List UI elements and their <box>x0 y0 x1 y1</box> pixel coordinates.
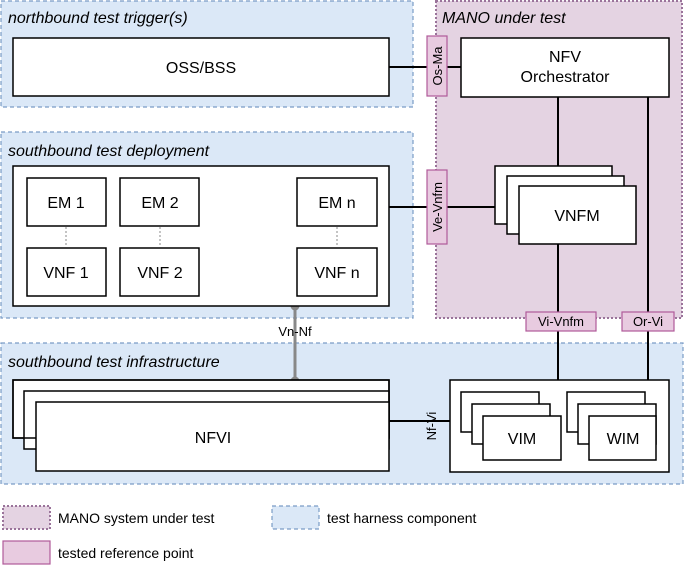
vnfn-box <box>296 247 378 297</box>
vnfm-label: VNFM <box>554 208 599 225</box>
refpoint-vi-vnfm-label: Vi-Vnfm <box>538 314 584 329</box>
refpoint-vi-vnfm <box>525 311 597 332</box>
region-title-infrastructure: southbound test infrastructure <box>8 354 220 371</box>
refpoint-or-vi <box>621 311 675 332</box>
em1-box <box>26 177 107 227</box>
legend-mano-label: MANO system under test <box>58 510 214 526</box>
nfvo-label-line2: Orchestrator <box>521 69 611 86</box>
legend-mano-swatch <box>2 505 51 530</box>
legend-refpoint-swatch <box>2 540 51 565</box>
refpoint-ve-vnfm <box>426 169 448 245</box>
wim-box <box>588 415 657 461</box>
nfvo-label-line1: NFV <box>549 49 581 66</box>
emn-label: EM n <box>318 195 355 212</box>
region-title-northbound: northbound test trigger(s) <box>8 10 188 27</box>
nfvi-box <box>35 401 390 472</box>
vnfm-box <box>518 185 637 245</box>
refpoint-nf-vi-label: Nf-Vi <box>424 412 439 441</box>
vim-box <box>482 415 562 461</box>
legend-refpoint-label: tested reference point <box>58 545 194 561</box>
refpoint-vn-nf-label: Vn-Nf <box>278 324 312 339</box>
vnf2-label: VNF 2 <box>137 265 182 282</box>
region-title-deployment: southbound test deployment <box>8 143 210 160</box>
refpoint-os-ma <box>426 35 448 97</box>
nfvi-label: NFVI <box>195 430 231 447</box>
legend-harness-label: test harness component <box>327 510 477 526</box>
em2-label: EM 2 <box>141 195 178 212</box>
refpoint-ve-vnfm-label: Ve-Vnfm <box>430 182 445 232</box>
refpoint-or-vi-label: Or-Vi <box>633 314 663 329</box>
emn-box <box>296 177 378 227</box>
vim-label: VIM <box>508 431 536 448</box>
oss-bss-box <box>12 37 390 97</box>
wim-label: WIM <box>607 431 640 448</box>
vnfn-label: VNF n <box>314 265 359 282</box>
em1-label: EM 1 <box>47 195 84 212</box>
vnf2-box <box>119 247 200 297</box>
refpoint-os-ma-label: Os-Ma <box>430 46 445 86</box>
region-title-mano: MANO under test <box>442 10 566 27</box>
oss-bss-label: OSS/BSS <box>166 60 236 77</box>
vnf1-box <box>26 247 107 297</box>
legend-harness-swatch <box>271 505 320 530</box>
nfv-orchestrator-box <box>460 37 670 98</box>
vnf1-label: VNF 1 <box>43 265 88 282</box>
em2-box <box>119 177 200 227</box>
